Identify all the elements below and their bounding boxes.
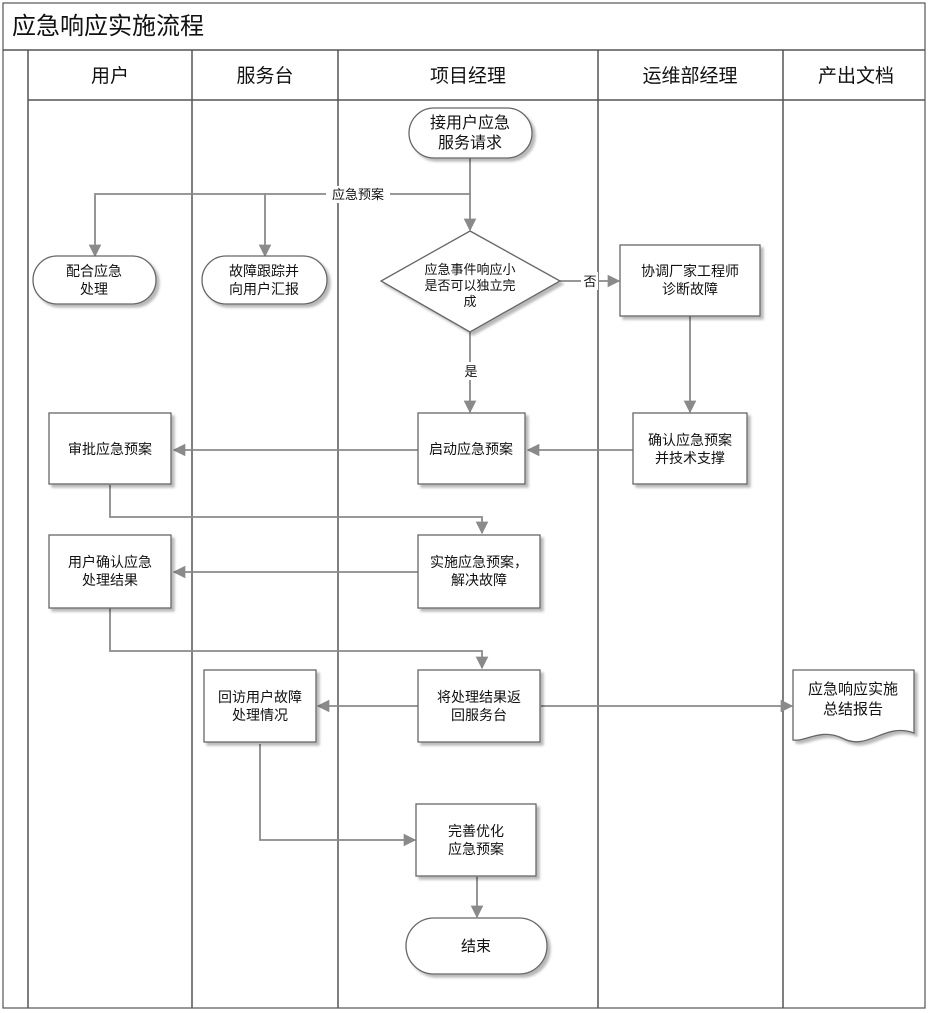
node-start-plan-line-1: 启动应急预案 bbox=[429, 441, 513, 458]
node-user-assist-line-2: 处理 bbox=[80, 282, 108, 298]
node-implement-line-2: 解决故障 bbox=[451, 573, 507, 589]
node-report-document: 应急响应实施 总结报告 bbox=[792, 669, 915, 743]
node-coordinate: 协调厂家工程师 诊断故障 bbox=[619, 244, 761, 317]
node-end: 结束 bbox=[405, 917, 548, 975]
page-title: 应急响应实施流程 bbox=[12, 12, 204, 40]
node-coordinate-line-1: 协调厂家工程师 bbox=[641, 263, 739, 280]
node-revisit-line-2: 处理情况 bbox=[232, 708, 288, 724]
node-confirm-plan-line-2: 并技术支撑 bbox=[655, 451, 725, 467]
node-report-line-1: 应急响应实施 bbox=[808, 680, 898, 698]
node-end-line-1: 结束 bbox=[461, 937, 491, 955]
node-improve-line-2: 应急预案 bbox=[448, 841, 504, 858]
node-decision: 应急事件响应小 是否可以独立完 成 bbox=[379, 230, 562, 333]
node-confirm-plan-line-1: 确认应急预案 bbox=[648, 432, 732, 449]
node-desk-track-line-1: 故障跟踪并 bbox=[229, 264, 299, 280]
node-decision-line-2: 是否可以独立完 bbox=[424, 279, 515, 294]
node-improve: 完善优化 应急预案 bbox=[415, 803, 537, 877]
edge-label-no: 否 bbox=[583, 275, 596, 290]
node-user-assist: 配合应急 处理 bbox=[32, 255, 157, 305]
node-start-plan: 启动应急预案 bbox=[417, 412, 526, 485]
node-revisit-line-1: 回访用户故障 bbox=[218, 689, 302, 706]
lane-project-manager: 项目经理 bbox=[430, 65, 506, 87]
edge-user-confirm-to-return bbox=[109, 608, 489, 670]
edge-label-yes: 是 bbox=[464, 365, 477, 380]
node-user-confirm-line-1: 用户确认应急 bbox=[68, 554, 152, 571]
node-coordinate-line-2: 诊断故障 bbox=[662, 282, 718, 298]
node-start: 接用户应急 服务请求 bbox=[408, 107, 533, 159]
node-decision-line-1: 应急事件响应小 bbox=[424, 262, 515, 278]
edge-plan-to-user bbox=[88, 193, 470, 258]
node-return-result-line-1: 将处理结果返 bbox=[437, 690, 521, 706]
node-return-result-line-2: 回服务台 bbox=[451, 708, 507, 724]
edge-approve-to-implement bbox=[109, 485, 489, 535]
edge-label-plan: 应急预案 bbox=[332, 187, 384, 203]
node-user-assist-line-1: 配合应急 bbox=[66, 263, 122, 280]
lane-output-docs: 产出文档 bbox=[818, 65, 894, 87]
lane-service-desk: 服务台 bbox=[236, 65, 293, 87]
edges bbox=[88, 158, 794, 919]
node-start-line-2: 服务请求 bbox=[438, 133, 502, 152]
node-approve-plan-line-1: 审批应急预案 bbox=[68, 441, 152, 458]
node-start-line-1: 接用户应急 bbox=[430, 113, 510, 132]
lane-user: 用户 bbox=[91, 65, 129, 87]
node-decision-line-3: 成 bbox=[463, 295, 476, 310]
node-confirm-plan: 确认应急预案 并技术支撑 bbox=[632, 412, 748, 485]
node-desk-track-line-2: 向用户汇报 bbox=[229, 281, 299, 298]
lane-headers: 用户 服务台 项目经理 运维部经理 产出文档 bbox=[91, 65, 894, 87]
node-approve-plan: 审批应急预案 bbox=[48, 412, 172, 485]
node-implement: 实施应急预案， 解决故障 bbox=[417, 534, 541, 609]
node-revisit: 回访用户故障 处理情况 bbox=[203, 669, 317, 743]
node-return-result: 将处理结果返 回服务台 bbox=[417, 669, 541, 743]
node-user-confirm: 用户确认应急 处理结果 bbox=[48, 534, 172, 609]
node-improve-line-1: 完善优化 bbox=[448, 824, 504, 840]
node-report-line-2: 总结报告 bbox=[823, 700, 883, 718]
node-implement-line-1: 实施应急预案， bbox=[430, 554, 528, 571]
lane-ops-manager: 运维部经理 bbox=[642, 65, 737, 87]
edge-revisit-to-improve bbox=[259, 744, 417, 847]
node-desk-track: 故障跟踪并 向用户汇报 bbox=[201, 255, 328, 305]
node-user-confirm-line-2: 处理结果 bbox=[82, 573, 138, 589]
